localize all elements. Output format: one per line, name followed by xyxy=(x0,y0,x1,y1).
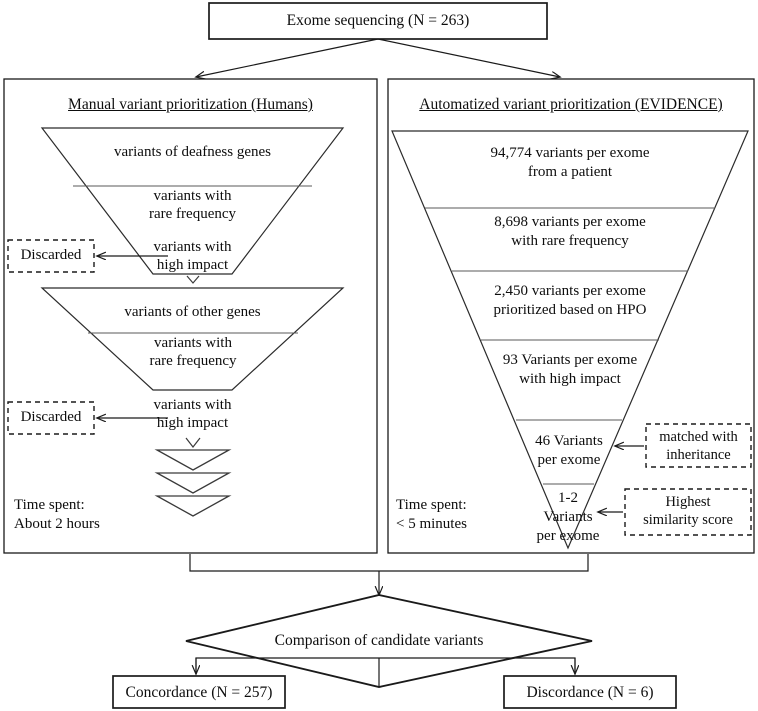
left-funnel-1-band-1: variants of deafness genes xyxy=(113,144,272,160)
top-box xyxy=(208,2,548,40)
right-band-5-line1: 46 Variants xyxy=(535,433,603,449)
annotation-box-inheritance xyxy=(645,423,752,468)
right-band-1-line1: 94,774 variants per exome xyxy=(490,145,650,161)
right-band-1-line2: from a patient xyxy=(527,164,613,180)
right-time-spent-line2: < 5 minutes xyxy=(396,516,467,532)
left-chevron-1 xyxy=(154,449,232,471)
left-funnel-2-outline xyxy=(40,287,345,391)
right-band-6-line3: per exome xyxy=(536,528,600,544)
annotation-box-similarity xyxy=(624,488,752,536)
left-panel-frame xyxy=(3,78,378,554)
discarded-box-1 xyxy=(7,239,95,273)
discarded-label-2: Discarded xyxy=(20,409,82,425)
right-band-6-line1: 1-2 xyxy=(558,490,578,506)
decision-label: Comparison of candidate variants xyxy=(274,632,484,649)
discarded-box-2 xyxy=(7,401,95,435)
branch-arrow-right xyxy=(377,38,560,77)
annotation-similarity-line1: Highest xyxy=(665,494,711,510)
right-band-4-line2: with high impact xyxy=(519,371,621,387)
left-chevron-small-1 xyxy=(186,275,200,284)
left-panel-heading: Manual variant prioritization (Humans) xyxy=(68,96,313,113)
left-funnel-1-band-2-line2: rare frequency xyxy=(148,206,237,222)
right-band-2-line1: 8,698 variants per exome xyxy=(494,214,646,230)
outcome-split xyxy=(195,657,576,672)
right-band-5-line2: per exome xyxy=(537,452,601,468)
outcome-box-concordance xyxy=(112,675,286,709)
left-funnel-2-band-3-line2: high impact xyxy=(156,415,229,431)
right-panel-heading: Automatized variant prioritization (EVID… xyxy=(419,96,723,113)
left-time-spent-line1: Time spent: xyxy=(14,497,85,513)
left-chevron-3 xyxy=(154,495,232,517)
outcome-label-discordance: Discordance (N = 6) xyxy=(526,684,654,701)
left-funnel-1-band-2-line1: variants with xyxy=(153,188,232,204)
left-chevron-tip xyxy=(185,437,201,448)
left-funnel-2-band-3-line1: variants with xyxy=(153,397,232,413)
annotation-inheritance-line2: inheritance xyxy=(666,447,731,463)
left-chevron-2 xyxy=(154,472,232,494)
outcome-box-discordance xyxy=(503,675,677,709)
left-funnel-2-band-2-line2: rare frequency xyxy=(149,353,237,369)
right-panel-frame xyxy=(387,78,755,554)
right-band-3-line1: 2,450 variants per exome xyxy=(494,283,646,299)
right-band-3-line2: prioritized based on HPO xyxy=(493,302,647,318)
branch-arrow-left xyxy=(196,38,379,77)
left-funnel-2-band-2-line1: variants with xyxy=(154,335,232,351)
discarded-label-1: Discarded xyxy=(20,247,82,263)
annotation-inheritance-line1: matched with xyxy=(659,429,738,445)
right-band-2-line2: with rare frequency xyxy=(511,233,629,249)
merge-bracket xyxy=(189,554,589,572)
right-band-4-line1: 93 Variants per exome xyxy=(502,352,638,368)
left-time-spent-line2: About 2 hours xyxy=(14,516,100,532)
top-box-label: Exome sequencing (N = 263) xyxy=(286,12,470,29)
left-funnel-1-band-3-line2: high impact xyxy=(156,257,229,273)
annotation-similarity-line2: similarity score xyxy=(643,512,733,528)
left-funnel-1-outline xyxy=(40,127,345,275)
right-band-6-line2: Variants xyxy=(543,509,593,525)
outcome-label-concordance: Concordance (N = 257) xyxy=(125,684,273,701)
right-time-spent-line1: Time spent: xyxy=(396,497,467,513)
left-funnel-2-band-1: variants of other genes xyxy=(124,304,261,320)
left-funnel-1-band-3-line1: variants with xyxy=(153,239,232,255)
